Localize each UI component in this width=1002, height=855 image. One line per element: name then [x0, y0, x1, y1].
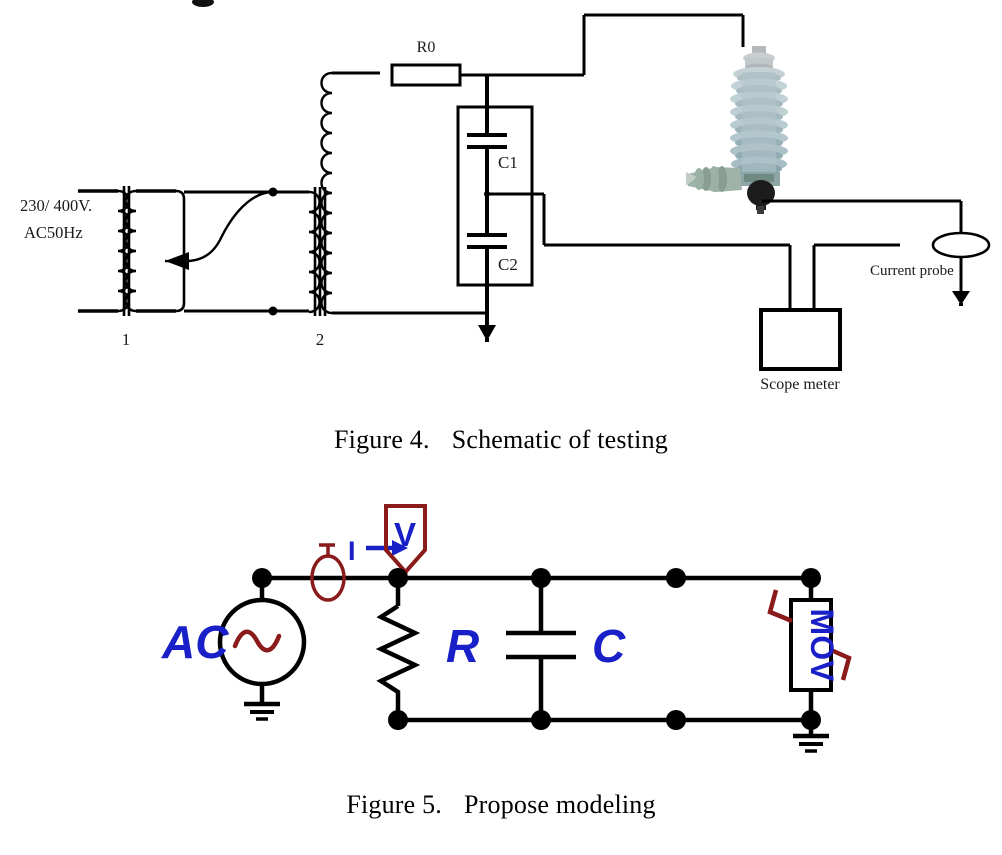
current-clamp-probe	[310, 543, 346, 602]
figure-4-caption-number: Figure 4.	[334, 425, 430, 454]
figure-5-schematic: AC I V R	[0, 490, 1002, 760]
capacitor	[506, 578, 576, 720]
mov-label: MOV	[804, 609, 840, 683]
transformer-1-label: 1	[122, 330, 131, 349]
current-probe	[931, 231, 991, 259]
current-direction-arrow-icon	[366, 540, 408, 556]
capacitor-c2-label: C2	[498, 255, 518, 274]
ac-source-label: AC	[161, 616, 229, 668]
current-label: I	[348, 536, 356, 566]
surge-arrester-photo	[686, 46, 788, 214]
capacitor-label: C	[592, 620, 626, 672]
source-voltage-line1: 230/ 400V.	[20, 196, 92, 215]
hv-bus-to-arrester	[487, 13, 745, 77]
figure-4-svg: 230/ 400V. AC50Hz 1 2 R0	[20, 0, 991, 393]
capacitive-divider	[456, 75, 790, 342]
voltage-probe-label: V	[394, 516, 416, 553]
current-probe-label: Current probe	[870, 263, 954, 279]
scope-meter-label: Scope meter	[760, 376, 840, 393]
ac-voltage-source	[217, 578, 307, 721]
figure-4-caption-text: Schematic of testing	[451, 425, 668, 454]
figure-5-caption: Figure 5. Propose modeling	[0, 790, 1002, 820]
cropped-heading-remnant	[192, 0, 214, 7]
figure-4-caption: Figure 4. Schematic of testing	[0, 425, 1002, 455]
hv-test-transformer	[308, 71, 487, 316]
resistor-label: R	[446, 620, 479, 672]
resistor	[375, 578, 421, 720]
figure-5-caption-number: Figure 5.	[346, 790, 442, 819]
source-voltage-line2: AC50Hz	[24, 223, 83, 242]
capacitor-c1-label: C1	[498, 153, 518, 172]
arrester-sheds	[730, 67, 788, 177]
scope-meter	[759, 243, 900, 371]
junction-dots	[252, 568, 821, 730]
figure-5-svg: AC I V R	[161, 504, 852, 753]
transformer-2-label: 2	[316, 330, 325, 349]
resistor-r0-label: R0	[417, 39, 436, 56]
figure-5-caption-text: Propose modeling	[464, 790, 656, 819]
supply-transformer	[78, 186, 309, 316]
figure-4-schematic: 230/ 400V. AC50Hz 1 2 R0	[0, 0, 1002, 410]
metal-oxide-varistor	[767, 578, 852, 753]
arrester-side-insulator	[686, 166, 742, 192]
